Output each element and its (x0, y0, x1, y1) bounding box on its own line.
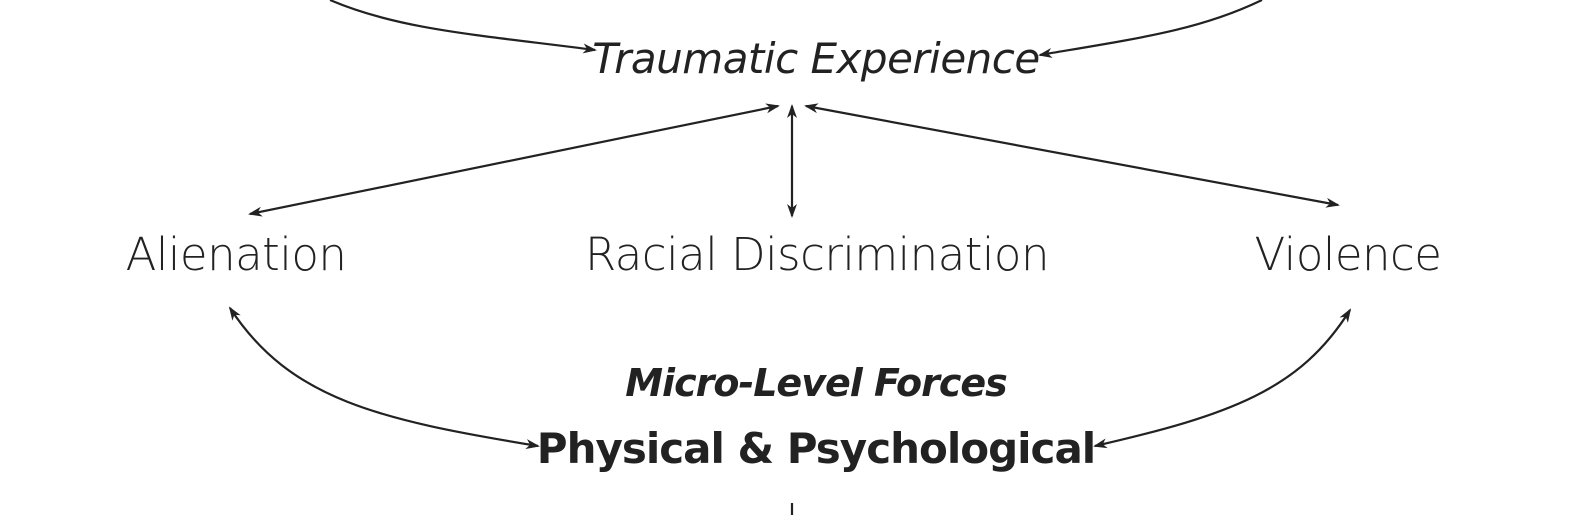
node-traumatic-experience: Traumatic Experience (592, 34, 1040, 83)
node-violence: Violence (1254, 228, 1442, 281)
node-physical-psychological: Physical & Psychological (536, 424, 1096, 473)
arrow-top-left-to-traumatic (329, 0, 597, 54)
arrow-alienation-micro-level (228, 306, 540, 449)
node-alienation: Alienation (125, 228, 347, 281)
arrow-violence-micro-level (1093, 308, 1352, 449)
arrow-traumatic-violence (804, 103, 1340, 208)
node-micro-level-title: Micro-Level Forces (625, 361, 1008, 405)
arrow-top-right-to-traumatic (1038, 0, 1263, 58)
node-racial-discrimination: Racial Discrimination (585, 228, 1049, 281)
arrow-traumatic-alienation (248, 103, 780, 217)
